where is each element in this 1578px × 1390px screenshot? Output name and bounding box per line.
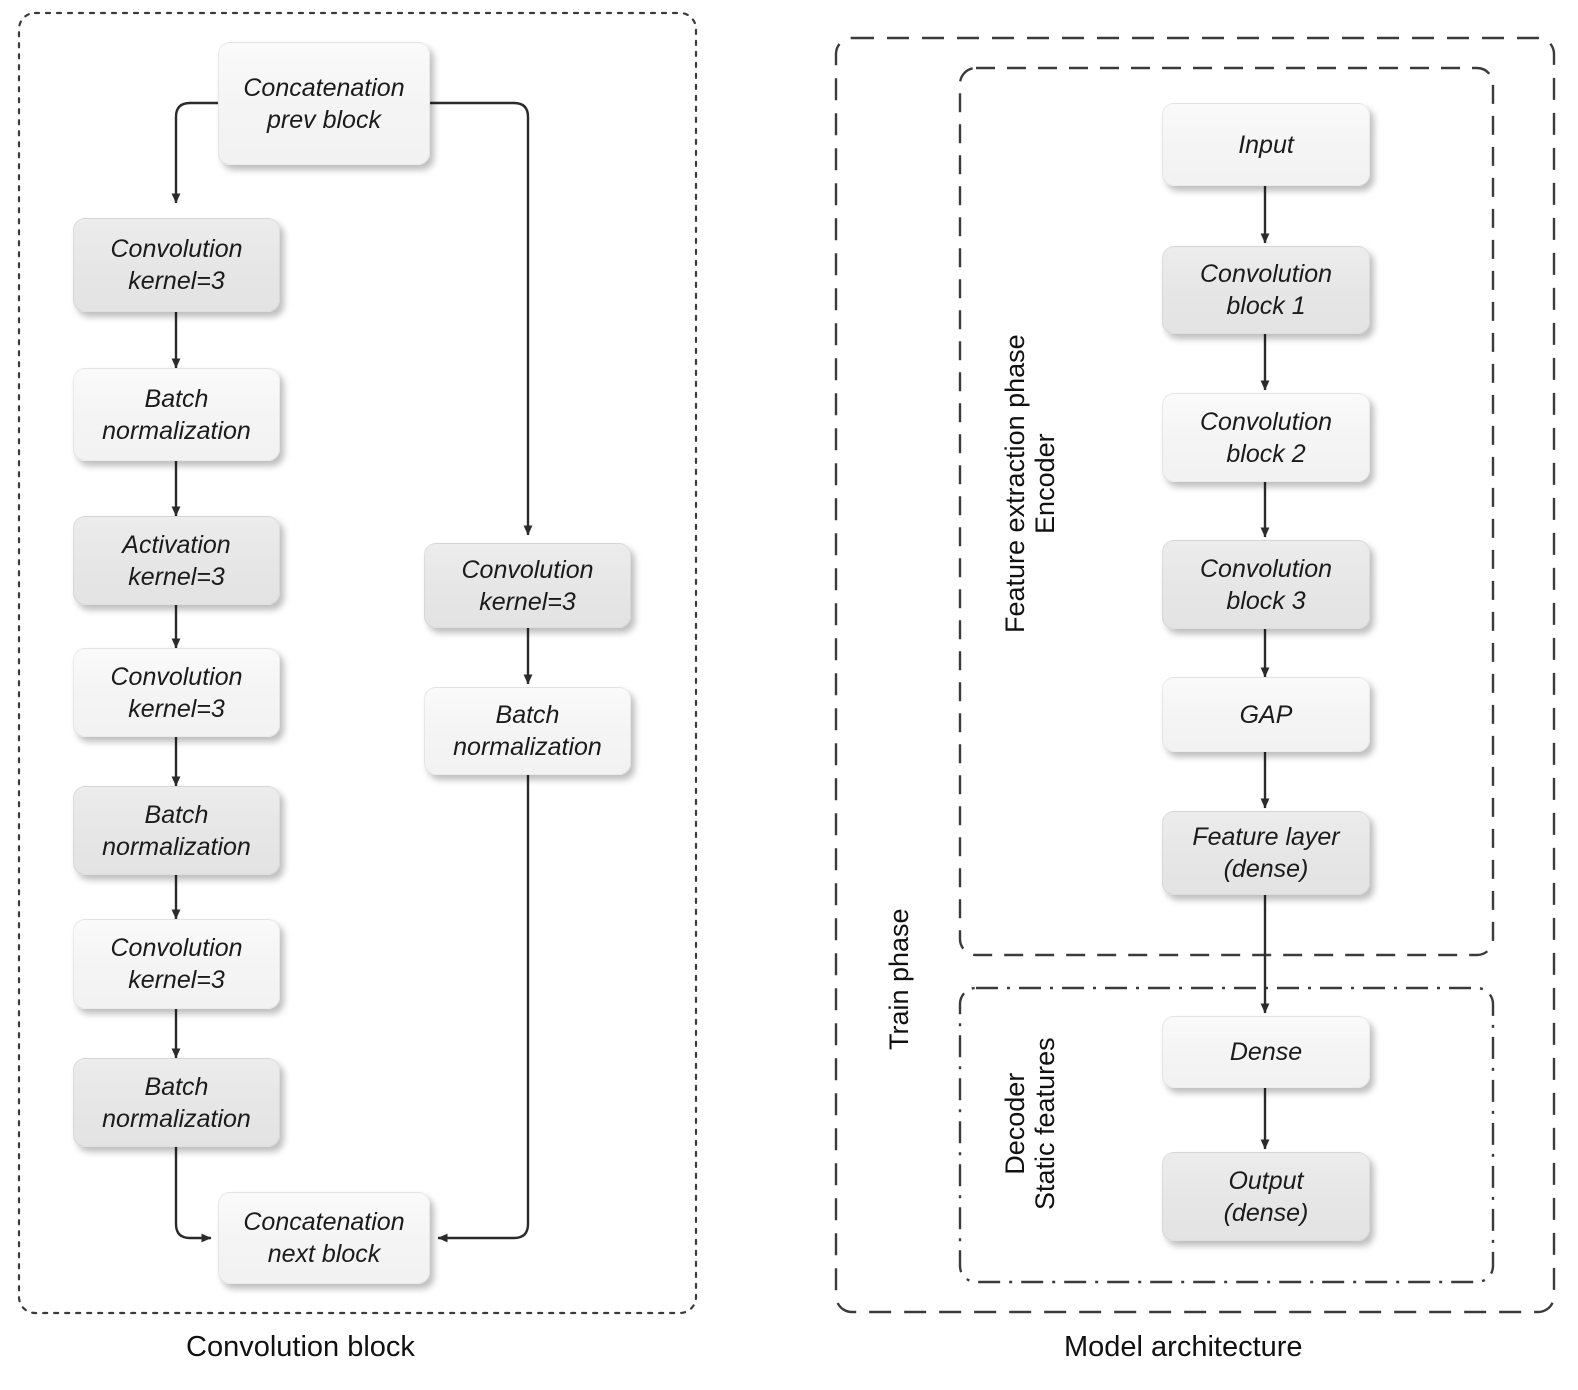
node-line-2: next block <box>267 1240 381 1268</box>
wire-skipbn-to-concatnext <box>437 775 530 1243</box>
label-line-1: Feature extraction phase <box>1000 334 1030 633</box>
node-output[interactable]: Output (dense) <box>1162 1152 1370 1241</box>
node-line-1: Feature layer <box>1192 823 1340 851</box>
node-concatenation-prev-block[interactable]: Concatenation prev block <box>218 42 430 165</box>
node-line-1: GAP <box>1239 700 1293 729</box>
node-convolution-2[interactable]: Convolution kernel=3 <box>73 648 280 737</box>
caption-model-architecture: Model architecture <box>1064 1331 1303 1363</box>
node-line-2: (dense) <box>1223 1198 1309 1227</box>
node-convolution-3[interactable]: Convolution kernel=3 <box>73 919 280 1009</box>
node-line-1: Batch <box>144 384 209 413</box>
node-line-1: Output <box>1228 1166 1304 1195</box>
node-line-1: Input <box>1238 130 1294 159</box>
encoder-frame <box>958 66 1495 957</box>
node-line-1: Convolution <box>110 235 243 263</box>
wire-bn3-to-concatnext <box>174 1147 212 1243</box>
label-line-2: Static features <box>1030 1037 1061 1210</box>
train-phase-frame <box>834 36 1556 1314</box>
node-line-2: prev block <box>267 105 381 134</box>
node-line-1: Convolution <box>110 662 243 691</box>
caption-convolution-block: Convolution block <box>186 1331 415 1363</box>
node-batch-normalization-2[interactable]: Batch normalization <box>73 786 280 875</box>
node-line-2: normalization <box>102 1104 251 1133</box>
node-line-1: Batch <box>144 1072 209 1101</box>
node-batch-normalization-3[interactable]: Batch normalization <box>73 1058 280 1147</box>
decoder-frame <box>958 986 1495 1284</box>
node-activation[interactable]: Activation kernel=3 <box>73 516 280 605</box>
node-line-1: Convolution <box>461 555 594 584</box>
node-concatenation-next-block[interactable]: Concatenation next block <box>218 1192 430 1284</box>
node-line-1: Convolution <box>110 934 243 962</box>
node-line-2: kernel=3 <box>128 966 225 994</box>
node-skip-batch-normalization[interactable]: Batch normalization <box>424 687 631 775</box>
node-line-1: Batch <box>495 701 560 729</box>
node-line-2: normalization <box>453 733 602 761</box>
node-batch-normalization-1[interactable]: Batch normalization <box>73 368 280 461</box>
wire-concatprev-to-skipconv <box>430 101 533 536</box>
node-line-2: kernel=3 <box>128 694 225 723</box>
label-line-2: Encoder <box>1030 433 1061 534</box>
node-line-2: kernel=3 <box>128 267 225 295</box>
node-convolution-block-3[interactable]: Convolution block 3 <box>1162 540 1370 629</box>
node-line-2: kernel=3 <box>479 587 576 616</box>
node-line-1: Concatenation <box>243 73 405 102</box>
node-feature-layer[interactable]: Feature layer (dense) <box>1162 811 1370 895</box>
node-skip-convolution[interactable]: Convolution kernel=3 <box>424 543 631 628</box>
node-convolution-block-1[interactable]: Convolution block 1 <box>1162 246 1370 334</box>
node-line-2: block 3 <box>1226 586 1306 615</box>
node-line-2: kernel=3 <box>128 562 225 591</box>
convolution-block-frame <box>17 11 698 1315</box>
node-line-2: normalization <box>102 416 251 445</box>
wire-concatprev-to-conv1 <box>171 101 218 204</box>
node-line-1: Convolution <box>1199 260 1333 288</box>
node-line-1: Dense <box>1229 1038 1303 1066</box>
node-convolution-1[interactable]: Convolution kernel=3 <box>73 218 280 312</box>
node-line-1: Convolution <box>1199 554 1333 583</box>
node-line-2: (dense) <box>1223 855 1309 883</box>
label-decoder-static-features: Decoder Static features <box>1000 1037 1060 1210</box>
node-line-1: Batch <box>144 800 209 829</box>
node-line-1: Concatenation <box>243 1208 405 1236</box>
label-line-1: Decoder <box>1000 1072 1030 1175</box>
node-input[interactable]: Input <box>1162 103 1370 186</box>
node-dense[interactable]: Dense <box>1162 1016 1370 1088</box>
node-gap[interactable]: GAP <box>1162 677 1370 752</box>
node-line-2: block 2 <box>1226 439 1306 468</box>
node-line-2: block 1 <box>1226 292 1306 320</box>
label-line-1: Train phase <box>884 908 914 1050</box>
node-convolution-block-2[interactable]: Convolution block 2 <box>1162 393 1370 482</box>
node-line-1: Activation <box>122 530 231 559</box>
label-train-phase: Train phase <box>884 908 914 1050</box>
node-line-1: Convolution <box>1199 407 1333 436</box>
label-encoder-phase: Feature extraction phase Encoder <box>1000 334 1060 633</box>
node-line-2: normalization <box>102 832 251 861</box>
